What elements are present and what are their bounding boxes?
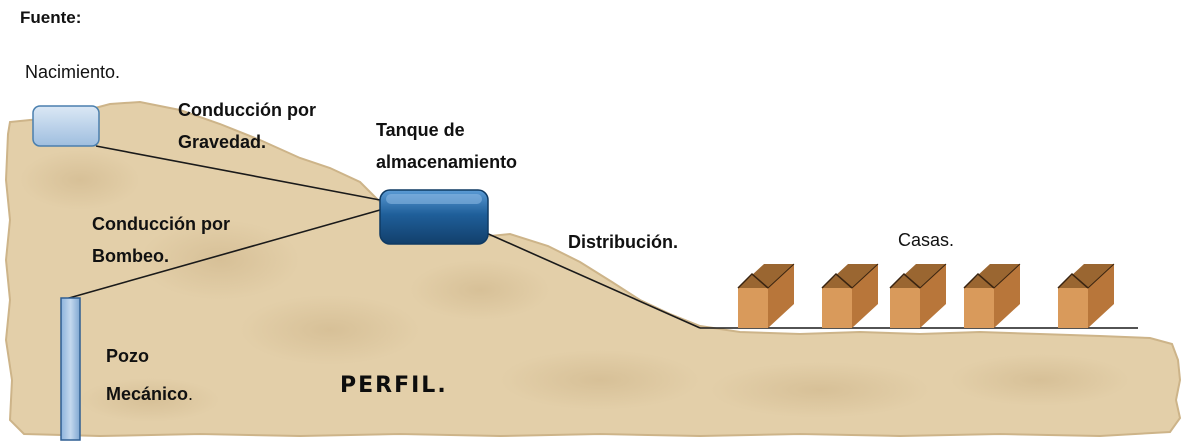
distribution-label: Distribución. <box>568 232 679 252</box>
source-label: Fuente: <box>20 8 82 27</box>
well-label-tail: . <box>188 384 194 404</box>
gravity-conduction-label-line1: Conducción por <box>178 100 316 120</box>
spring-tank-icon <box>32 105 100 147</box>
well-pipe-icon <box>60 297 81 441</box>
storage-tank-label-line1: Tanque de <box>376 120 465 140</box>
well-label-line2: Mecánico. <box>106 380 193 408</box>
pumping-conduction-label-line2: Bombeo. <box>92 246 170 266</box>
pumping-conduction-label-line1: Conducción por <box>92 214 230 234</box>
gravity-conduction-line <box>95 145 381 201</box>
house-icon <box>963 263 1021 328</box>
profile-title: PERFIL. <box>340 373 448 398</box>
storage-tank-icon <box>379 189 489 245</box>
house-icon <box>1057 263 1115 328</box>
well-label-line1: Pozo <box>106 346 149 366</box>
house-icon <box>821 263 879 328</box>
houses-label: Casas. <box>898 230 955 250</box>
pumping-conduction-line <box>61 209 381 301</box>
house-icon <box>737 263 795 328</box>
house-icon <box>889 263 947 328</box>
terrain-texture <box>20 150 1130 422</box>
well-label-bold: Mecánico <box>106 384 189 404</box>
distribution-line <box>483 231 701 329</box>
gravity-conduction-label-line2: Gravedad. <box>178 132 267 152</box>
spring-label: Nacimiento. <box>25 62 121 82</box>
storage-tank-label-line2: almacenamiento <box>376 152 518 172</box>
